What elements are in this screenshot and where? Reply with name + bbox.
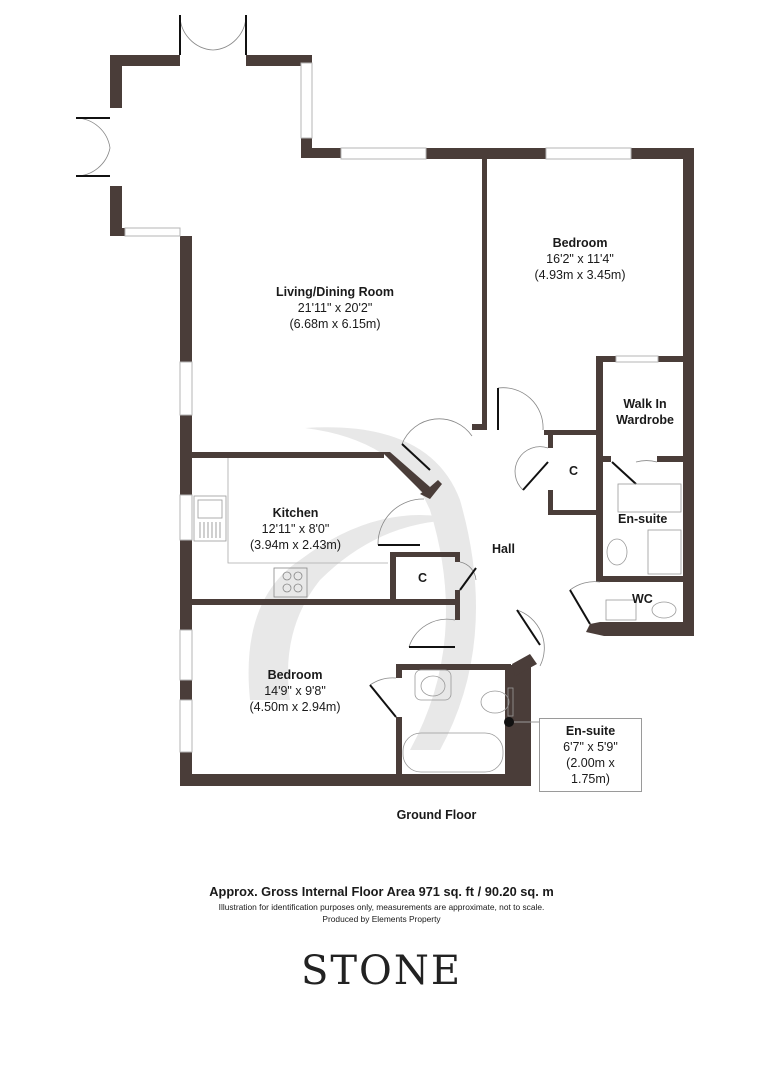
room-label-bedroom-1: Bedroom 16'2" x 11'4" (4.93m x 3.45m) (525, 235, 635, 283)
room-dimensions-metric: (2.00m x 1.75m) (566, 756, 615, 786)
room-label-ensuite: En-suite (618, 512, 668, 526)
room-dimensions-imperial: 21'11" x 20'2" (297, 301, 373, 315)
disclaimer-text: Illustration for identification purposes… (218, 902, 545, 912)
room-name: En-suite (565, 724, 616, 738)
room-name: Kitchen (272, 506, 319, 520)
boiler-icon (504, 717, 514, 727)
room-label-bedroom-2: Bedroom 14'9" x 9'8" (4.50m x 2.94m) (240, 667, 350, 715)
room-name: Bedroom (552, 236, 608, 250)
room-dimensions-imperial: 12'11" x 8'0" (261, 522, 330, 536)
room-dimensions-imperial: 6'7" x 5'9" (563, 740, 618, 754)
fixtures (402, 483, 682, 773)
room-label-wc: WC (632, 592, 653, 606)
room-dimensions-metric: (6.68m x 6.15m) (289, 317, 381, 331)
room-label-ensuite-callout: En-suite 6'7" x 5'9" (2.00m x 1.75m) (539, 718, 642, 792)
brand-logo: STONE (300, 948, 463, 994)
hob-icon (273, 567, 308, 598)
watermark-logo (248, 427, 476, 750)
room-label-cupboard-kitchen: C (418, 571, 428, 585)
walls (110, 55, 694, 786)
room-label-hall: Hall (492, 542, 515, 556)
room-dimensions-imperial: 16'2" x 11'4" (546, 252, 614, 266)
floor-area-text: Approx. Gross Internal Floor Area 971 sq… (209, 884, 554, 899)
door-leaves (76, 15, 637, 718)
floor-title: Ground Floor (396, 808, 477, 822)
producer-credit: Produced by Elements Property (322, 914, 441, 924)
sink-icon (193, 495, 227, 542)
room-label-walk-in-wardrobe: Walk In Wardrobe (616, 397, 674, 427)
room-label-living-dining: Living/Dining Room 21'11" x 20'2" (6.68m… (255, 284, 415, 332)
room-name: Living/Dining Room (275, 285, 395, 299)
windows (124, 62, 659, 753)
room-dimensions-metric: (4.50m x 2.94m) (249, 700, 341, 714)
room-label-kitchen: Kitchen 12'11" x 8'0" (3.94m x 2.43m) (243, 505, 348, 553)
room-name: Bedroom (267, 668, 323, 682)
door-swings (75, 14, 658, 686)
room-dimensions-metric: (3.94m x 2.43m) (249, 538, 341, 552)
room-dimensions-imperial: 14'9" x 9'8" (264, 684, 326, 698)
kitchen-worktop (227, 458, 388, 564)
room-dimensions-metric: (4.93m x 3.45m) (534, 268, 626, 282)
room-label-cupboard-hall: C (569, 464, 579, 478)
